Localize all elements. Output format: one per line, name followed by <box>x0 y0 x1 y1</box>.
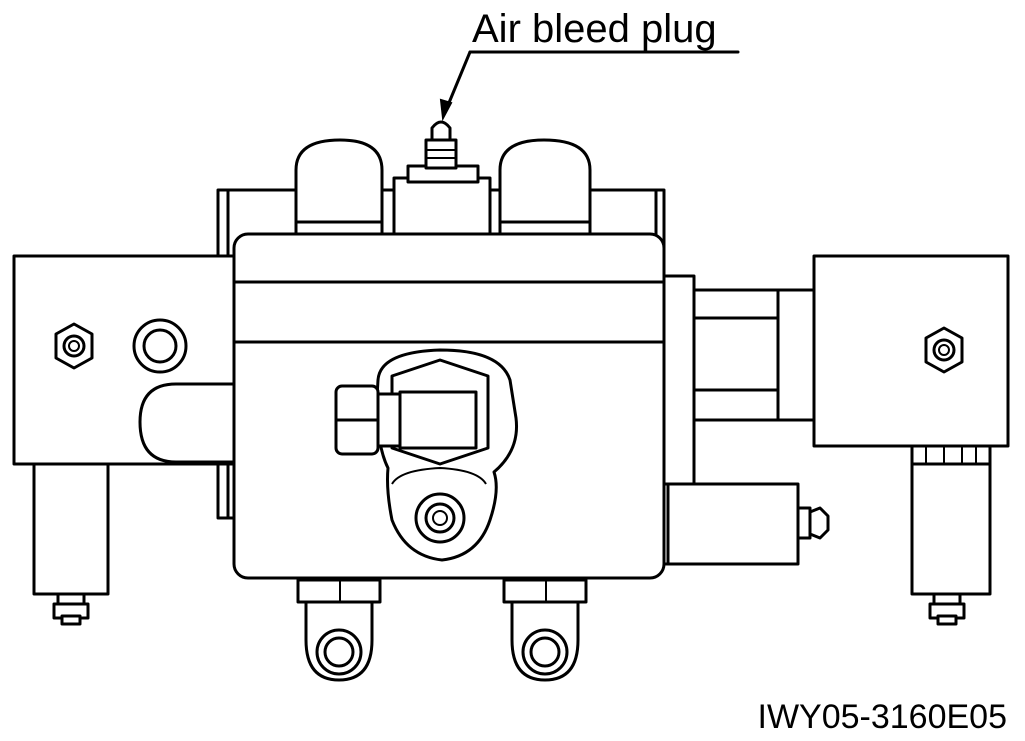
top-dome-left <box>294 138 384 236</box>
center-port-fitting <box>414 492 466 544</box>
figure-code: IWY05-3160E05 <box>758 698 1008 736</box>
left-solenoid-unit <box>12 254 238 626</box>
leader-arrowhead <box>439 98 453 122</box>
hex-fitting <box>334 358 490 466</box>
right-connector-block <box>658 274 816 488</box>
leader-line <box>444 50 472 112</box>
air-bleed-plug-label: Air bleed plug <box>472 7 717 51</box>
air-bleed-plug <box>392 120 492 238</box>
bottom-fitting-right <box>502 578 588 682</box>
lower-right-cylinder <box>652 482 830 566</box>
top-dome-right <box>498 138 592 236</box>
bottom-fitting-left <box>296 578 382 682</box>
right-solenoid-unit <box>812 254 1010 626</box>
